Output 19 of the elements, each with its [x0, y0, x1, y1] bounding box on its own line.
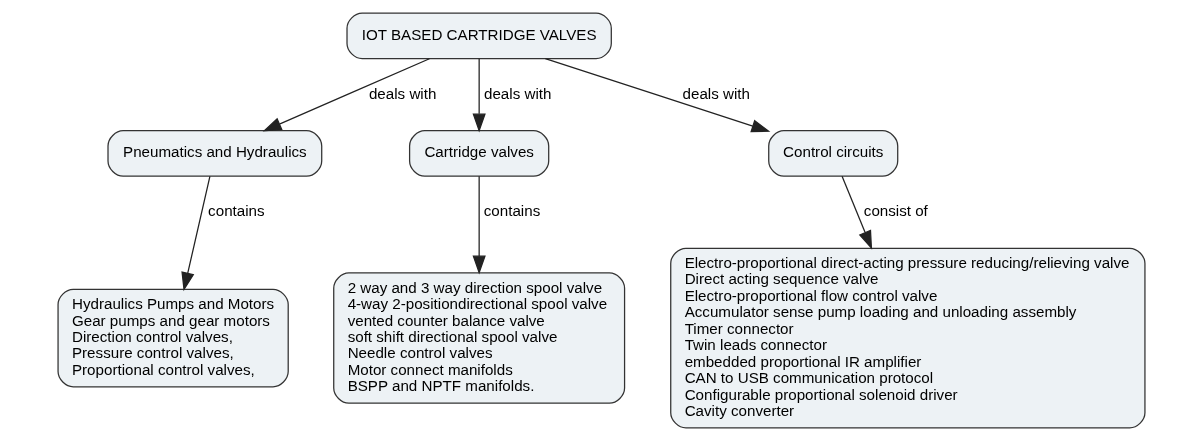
edge-label: deals with — [682, 84, 750, 102]
arrow — [544, 58, 771, 133]
node-box: Electro-proportional direct-acting pressure reducing/relieving valve Direct acting sequence valve Electro-proportional flow control valve Accumulator sense pump loading and unloading assembly Timer connector Twin leads connector embedded proportional IR amplifier CAN to USB communication protocol Configurable proportional solenoid driver Cavity converter — [670, 247, 1146, 429]
edge-label: deals with — [484, 84, 552, 102]
arrow — [472, 175, 486, 275]
node-box: Hydraulics Pumps and Motors Gear pumps and gear motors Direction control valves, Pressure control valves, Proportional control valves, — [57, 288, 289, 388]
arrow — [262, 58, 431, 132]
edge-label: contains — [208, 202, 265, 220]
edge-label: contains — [483, 202, 541, 220]
node-box: Pneumatics and Hydraulics — [107, 130, 323, 177]
node-box: 2 way and 3 way direction spool valve 4-way 2-positiondirectional spool valve vented counter balance valve soft shift directional spool valve Needle control valves Motor connect manifolds BSPP and NPTF manifolds. — [333, 272, 626, 404]
arrow — [841, 175, 873, 250]
arrow — [181, 175, 211, 292]
edge-label: deals with — [368, 84, 437, 102]
node-box: Cartridge valves — [408, 130, 550, 177]
node-box: Control circuits — [768, 130, 899, 177]
arrow — [472, 58, 486, 133]
node-box: IOT BASED CARTRIDGE VALVES — [346, 12, 612, 60]
edge-label: consist of — [863, 202, 928, 220]
